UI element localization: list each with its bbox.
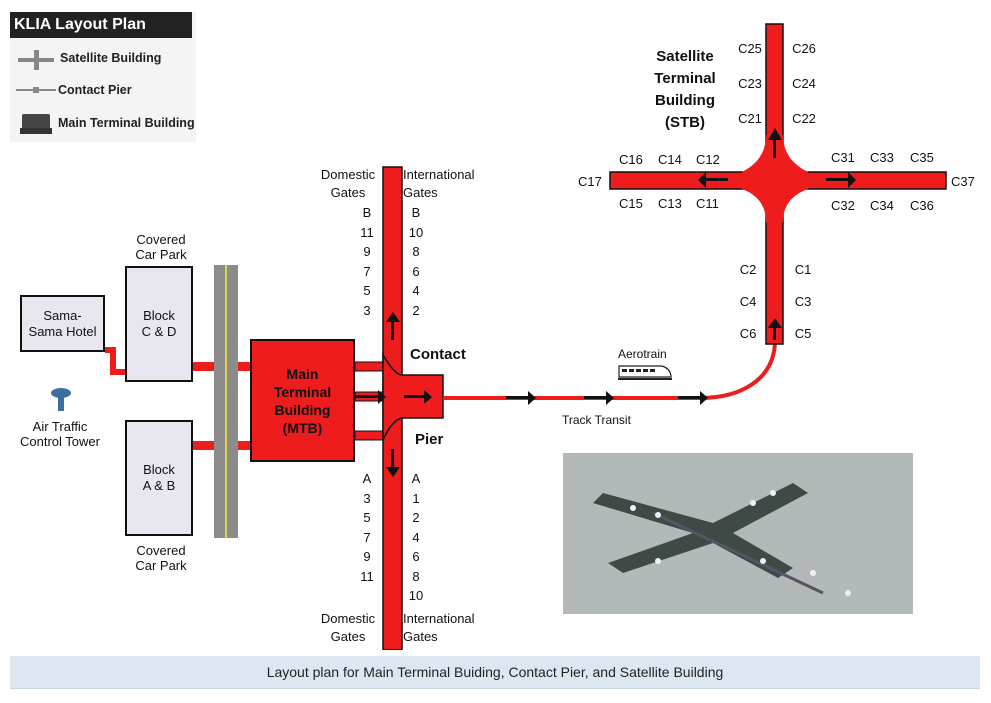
- satellite-south-right-gates: C1 C3 C5: [791, 254, 815, 350]
- gate-label: 1: [412, 490, 420, 506]
- block-ab-label: Block A & B: [142, 462, 176, 493]
- gate-label: C22: [792, 111, 816, 126]
- gate-label: 9: [363, 244, 371, 259]
- gate-label: C35: [910, 150, 934, 165]
- gate-label: 10: [408, 588, 424, 603]
- satellite-north-right-gates: C26 C24 C22: [789, 31, 819, 136]
- gate-label: A: [362, 471, 372, 486]
- international-gates-top-label: International Gates: [403, 167, 475, 200]
- gate-label: 6: [412, 549, 420, 564]
- gate-label: B: [362, 205, 372, 220]
- runway: [214, 265, 238, 538]
- aerial-photo: [563, 453, 913, 614]
- gate-label: B: [411, 205, 421, 220]
- south-domestic-gates: A 3 5 7 9 11: [355, 469, 379, 586]
- contact-label: Contact: [410, 346, 466, 363]
- gate-label: 3: [363, 490, 371, 506]
- gate-label: C32: [831, 198, 855, 213]
- gate-label: C2: [739, 262, 757, 277]
- gate-label: 2: [412, 302, 420, 318]
- stb-label: Satellite Terminal Building (STB): [654, 48, 716, 131]
- pier-label: Pier: [415, 431, 444, 448]
- caption: Layout plan for Main Terminal Buiding, C…: [10, 656, 980, 689]
- legend-item-contact-pier: Contact Pier: [58, 83, 132, 97]
- gate-label: C17: [578, 174, 602, 189]
- gate-label: C23: [738, 76, 762, 91]
- gate-label: 5: [363, 283, 371, 298]
- gate-label: 10: [408, 224, 424, 240]
- satellite-hub: [742, 135, 808, 222]
- gate-label: C37: [951, 174, 975, 189]
- gate-label: C3: [794, 294, 812, 309]
- gate-label: C25: [738, 41, 762, 56]
- gate-label: C26: [792, 41, 816, 56]
- car-park-bottom-label: Covered Car Park: [135, 543, 187, 573]
- main-terminal-icon: [20, 114, 52, 134]
- atc-label: Air Traffic Control Tower: [20, 419, 100, 449]
- mtb-label: Main Terminal Building (MTB): [273, 365, 332, 436]
- domestic-gates-top-label: Domestic Gates: [320, 167, 376, 200]
- gate-label: 11: [360, 568, 374, 584]
- gate-label: 8: [412, 568, 420, 584]
- gate-label: 5: [363, 510, 371, 525]
- legend-title: KLIA Layout Plan: [10, 12, 192, 38]
- gate-label: C4: [739, 294, 757, 309]
- gate-label: C13: [658, 196, 682, 211]
- gate-label: 3: [363, 302, 371, 318]
- domestic-gates-bottom-label: Domestic Gates: [320, 611, 376, 644]
- gate-label: 4: [412, 283, 420, 298]
- gate-label: 6: [412, 263, 420, 279]
- international-gates-bottom-label: International Gates: [403, 611, 475, 644]
- block-ab: Block A & B: [125, 420, 193, 536]
- gate-label: C36: [910, 198, 934, 213]
- gate-label: 7: [363, 529, 371, 545]
- car-park-top-label: Covered Car Park: [135, 232, 187, 262]
- legend-item-main-terminal: Main Terminal Building: [58, 116, 195, 130]
- gate-label: 4: [412, 529, 420, 545]
- north-domestic-gates: B 11 9 7 5 3: [355, 203, 379, 320]
- north-international-gates: B 10 8 6 4 2: [404, 203, 428, 320]
- gate-label: C14: [658, 152, 682, 167]
- control-tower-icon: [51, 388, 71, 411]
- gate-label: C12: [696, 152, 720, 167]
- gate-label: 7: [363, 263, 371, 279]
- gate-label: C31: [831, 150, 855, 165]
- gate-label: C15: [619, 196, 643, 211]
- gate-label: C6: [739, 326, 757, 341]
- satellite-building-photo-shape: [563, 453, 913, 614]
- gate-label: 2: [412, 510, 420, 525]
- legend-item-satellite: Satellite Building: [60, 51, 162, 65]
- gate-label: A: [411, 471, 421, 486]
- gate-label: C16: [619, 152, 643, 167]
- block-cd-label: Block C & D: [141, 308, 177, 339]
- hotel-label: Sama-Sama Hotel: [28, 307, 97, 339]
- gate-label: C34: [870, 198, 894, 213]
- gate-label: C33: [870, 150, 894, 165]
- gate-label: C5: [794, 326, 812, 341]
- gate-label: C24: [792, 76, 816, 91]
- gate-label: C11: [696, 196, 719, 211]
- aerotrain-label: Aerotrain: [618, 347, 667, 361]
- gate-label: 11: [360, 224, 374, 240]
- south-international-gates: A 1 2 4 6 8 10: [404, 469, 428, 606]
- track-transit-label: Track Transit: [562, 413, 631, 427]
- satellite-north-left-gates: C25 C23 C21: [735, 31, 765, 136]
- satellite-south-left-gates: C2 C4 C6: [736, 254, 760, 350]
- satellite-building-icon: [18, 50, 54, 70]
- block-cd: Block C & D: [125, 266, 193, 382]
- track-transit-line: [443, 339, 777, 400]
- main-terminal-building: Main Terminal Building (MTB): [250, 339, 355, 462]
- gate-label: C21: [738, 111, 762, 126]
- gate-label: 8: [412, 244, 420, 259]
- legend: KLIA Layout Plan Satellite Building Cont…: [10, 12, 196, 142]
- train-icon: [618, 365, 672, 380]
- contact-pier-icon: [16, 87, 56, 93]
- hotel-link: [105, 347, 127, 375]
- gate-label: 9: [363, 549, 371, 564]
- gate-label: C1: [794, 262, 812, 277]
- hotel-box: Sama-Sama Hotel: [20, 295, 105, 352]
